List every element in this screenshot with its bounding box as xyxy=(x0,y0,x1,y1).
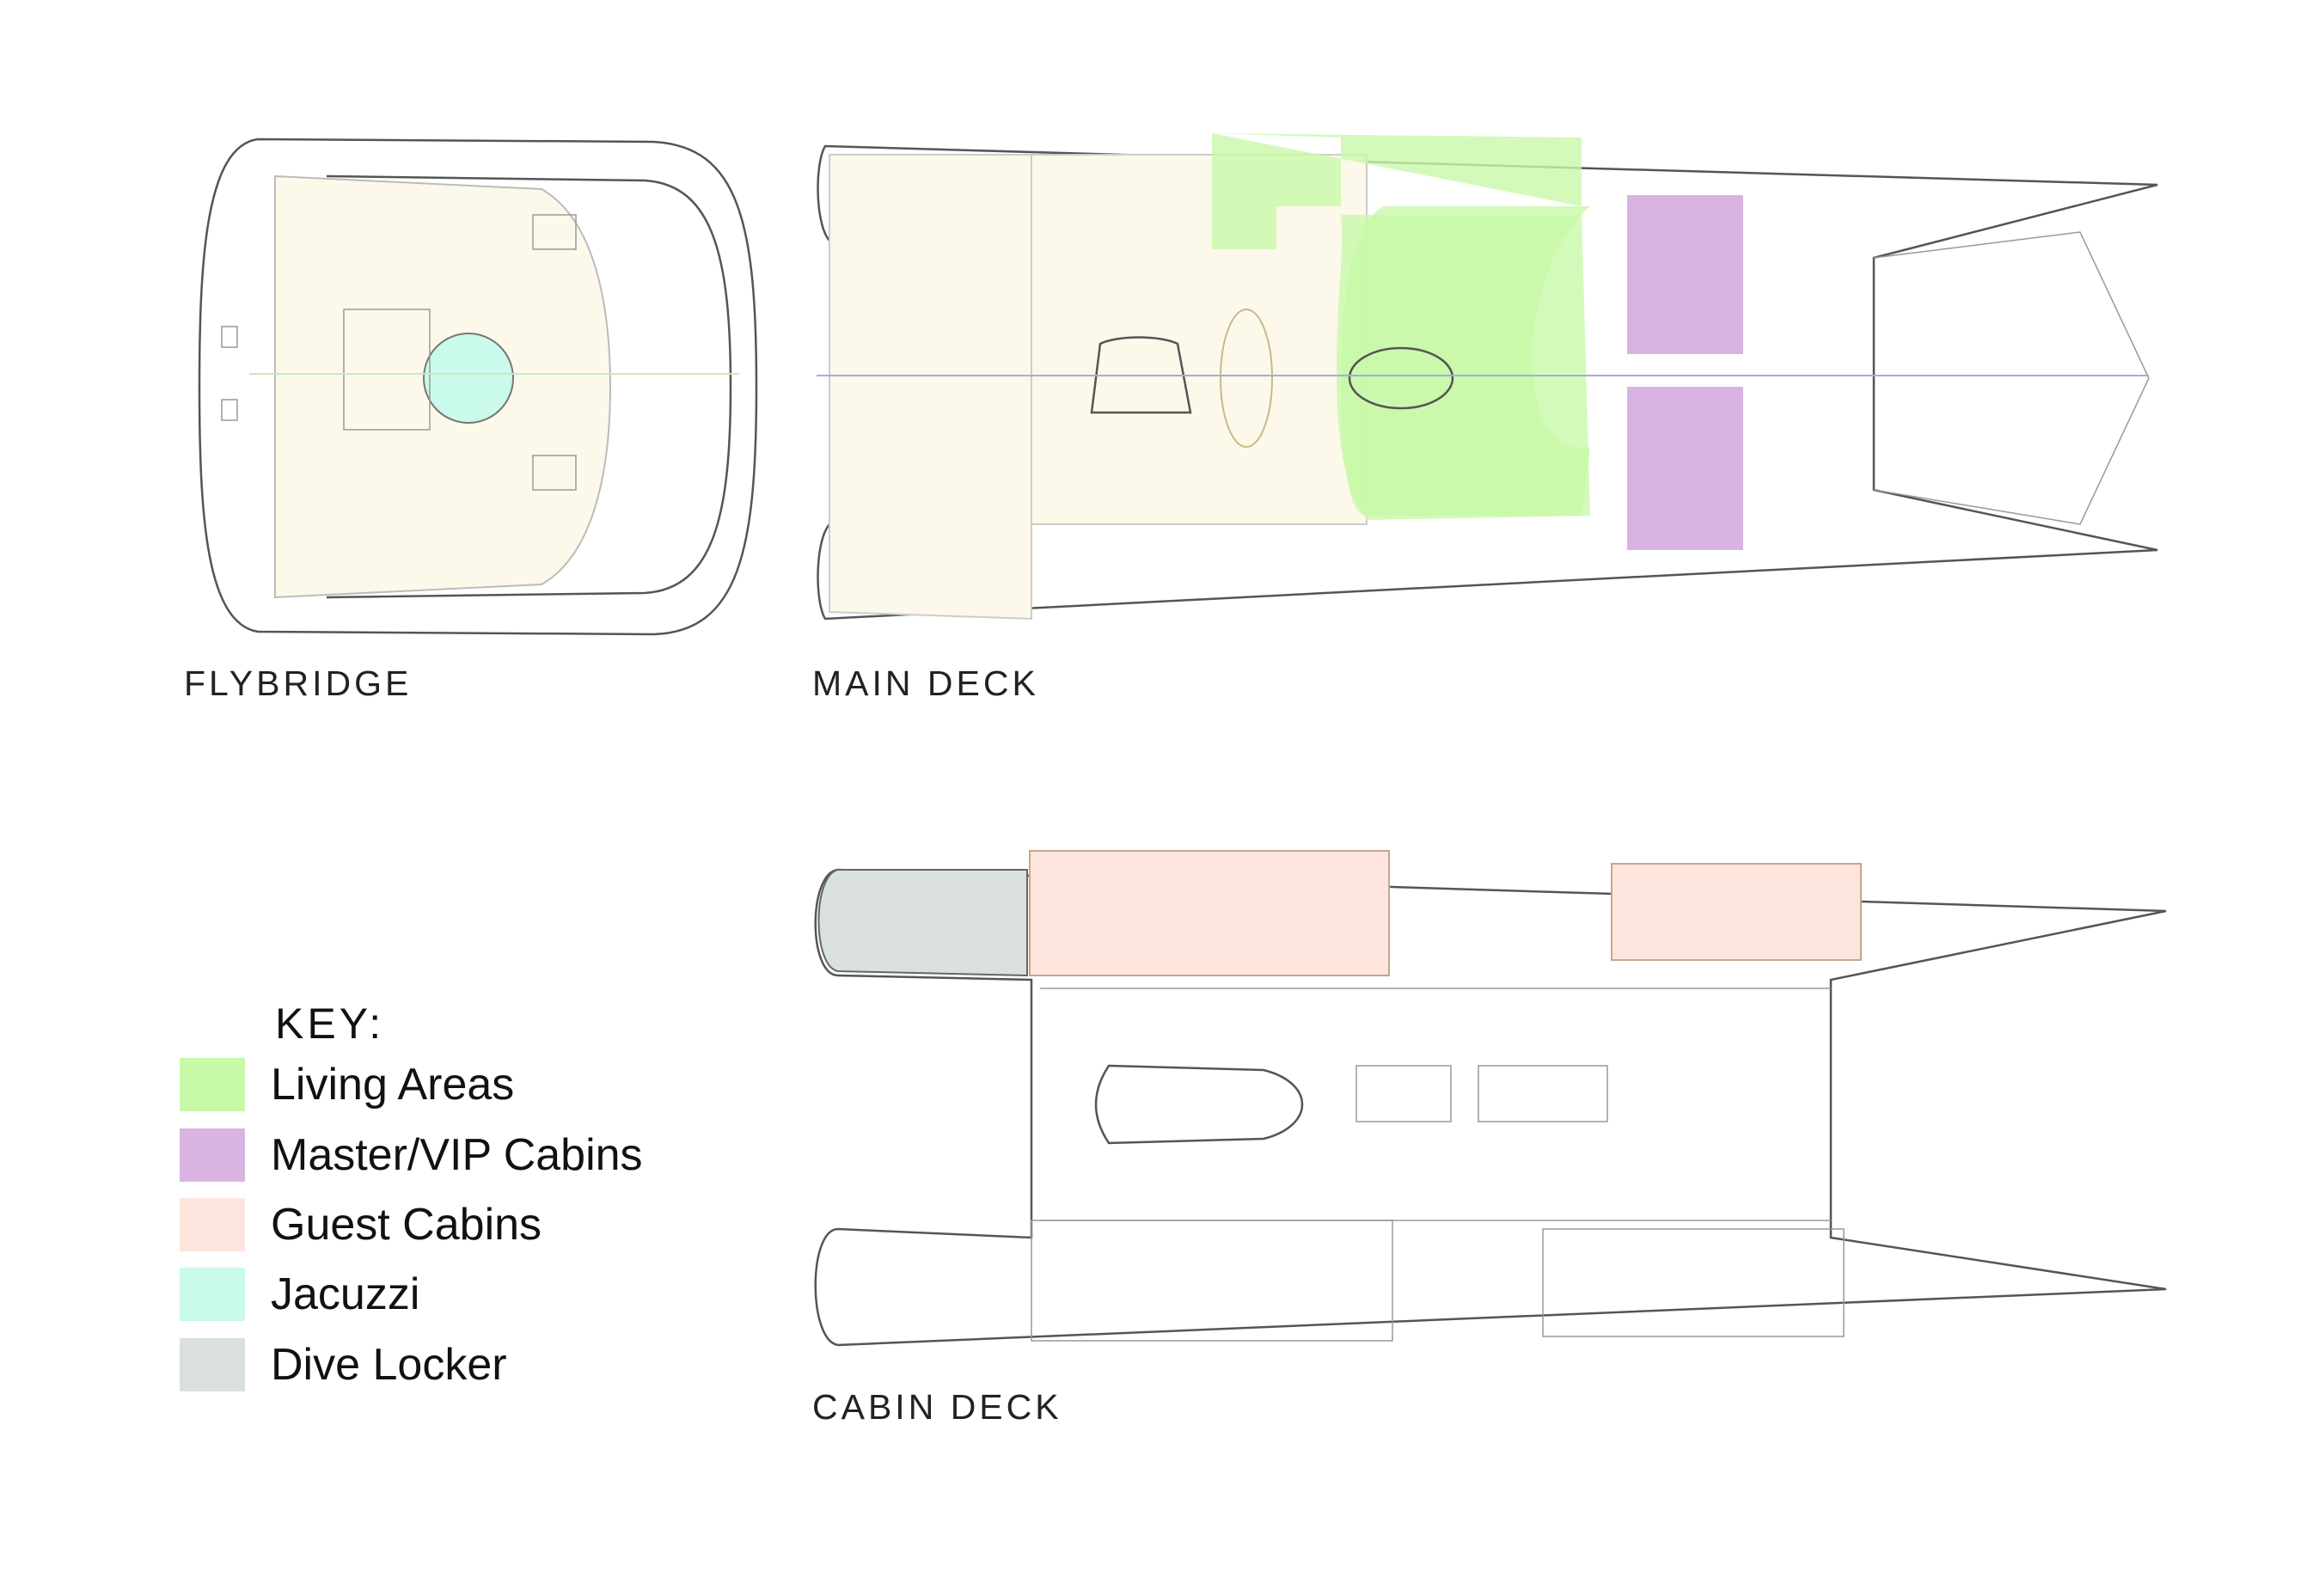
cabin-deck-plan xyxy=(814,850,2167,1347)
dive-locker xyxy=(817,869,1028,977)
vip-cabin xyxy=(1627,387,1743,550)
key-label: Guest Cabins xyxy=(271,1200,542,1250)
key-item-master-vip: Master/VIP Cabins xyxy=(180,1128,643,1182)
dive-locker-swatch xyxy=(180,1338,245,1391)
key-label: Dive Locker xyxy=(271,1340,507,1390)
master-cabin xyxy=(1627,195,1743,354)
key-item-guest-cabins: Guest Cabins xyxy=(180,1198,542,1251)
guest-cabins-port xyxy=(1029,850,1390,976)
key-title: KEY: xyxy=(275,1000,385,1048)
main-deck-plan xyxy=(817,133,2158,621)
key-item-dive-locker: Dive Locker xyxy=(180,1338,507,1391)
guest-cabins-stbd xyxy=(1611,863,1862,961)
flybridge-label: FLYBRIDGE xyxy=(184,663,413,703)
key-label: Living Areas xyxy=(271,1060,515,1110)
flybridge-plan xyxy=(198,138,758,636)
cabin-deck-label: CABIN DECK xyxy=(812,1387,1062,1427)
main-deck-label: MAIN DECK xyxy=(812,663,1039,703)
living-areas-swatch xyxy=(180,1058,245,1111)
key-label: Jacuzzi xyxy=(271,1269,420,1319)
key-item-living-areas: Living Areas xyxy=(180,1058,514,1111)
master-vip-swatch xyxy=(180,1128,245,1182)
key-item-jacuzzi: Jacuzzi xyxy=(180,1268,419,1321)
jacuzzi-swatch xyxy=(180,1268,245,1321)
jacuzzi xyxy=(423,333,514,424)
key-label: Master/VIP Cabins xyxy=(271,1130,643,1180)
guest-cabins-swatch xyxy=(180,1198,245,1251)
